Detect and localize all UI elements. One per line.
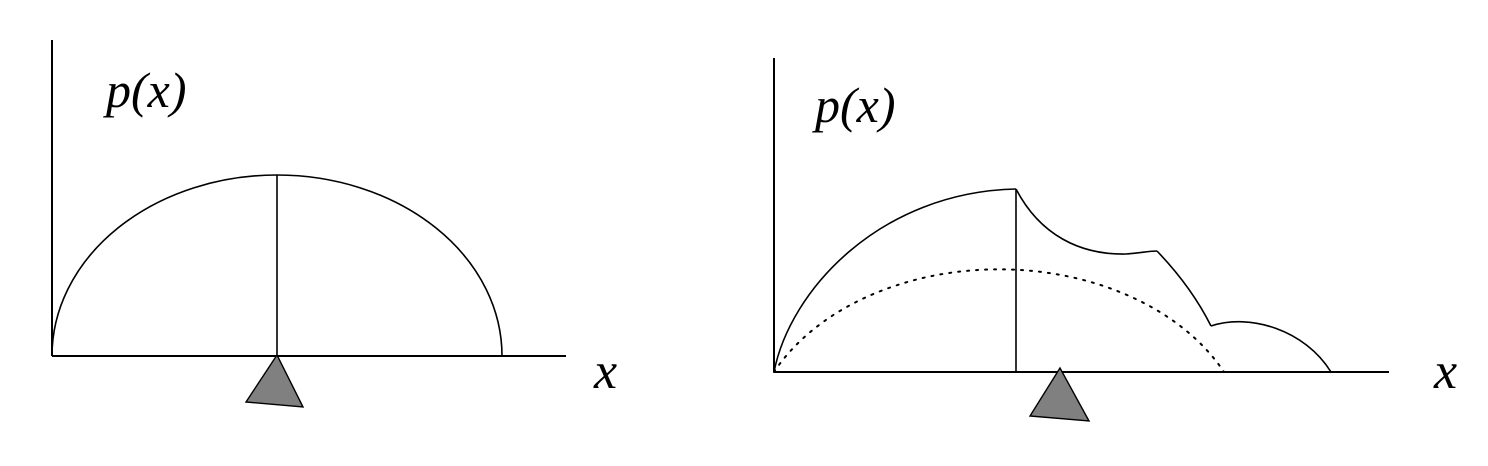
right-y-label: p(x) — [812, 77, 896, 133]
right-dotted-semicircle — [773, 268, 1225, 373]
right-fulcrum — [1028, 366, 1091, 422]
left-x-label: x — [593, 343, 617, 400]
left-y-label: p(x) — [103, 62, 187, 118]
left-fulcrum — [244, 353, 305, 408]
right-bump-arc — [1210, 320, 1332, 373]
right-descent-arc — [1156, 250, 1212, 327]
left-panel: p(x) x — [51, 40, 617, 408]
right-left-arc — [773, 188, 1017, 373]
right-x-label: x — [1433, 343, 1457, 400]
right-dip-arc — [1015, 188, 1158, 255]
right-panel: p(x) x — [773, 58, 1457, 422]
